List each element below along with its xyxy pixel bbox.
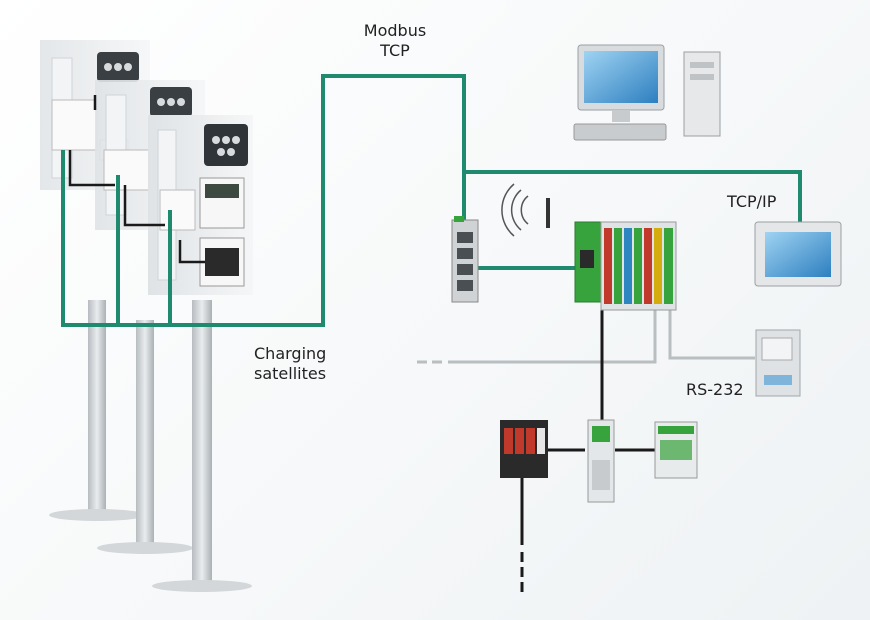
rs232-terminal-icon [755, 329, 801, 397]
charging-station-3 [148, 115, 253, 592]
desktop-computer-icon [573, 44, 721, 141]
bus-coupler-module [587, 419, 615, 503]
charging-label-line2: satellites [254, 364, 327, 383]
energy-meter-module [654, 421, 698, 479]
local-bus-line [520, 300, 655, 545]
charging-label-line1: Charging [254, 344, 327, 363]
modbus-label-line1: Modbus [363, 21, 427, 40]
controller-plc [574, 221, 677, 311]
tcpip-line [464, 170, 802, 270]
rs232-lines [448, 310, 755, 364]
modbus-label-line2: TCP [380, 41, 410, 60]
rs232-label: RS-232 [686, 380, 744, 399]
modbus-tcp-line [61, 74, 466, 327]
station-internal-wiring [68, 95, 205, 264]
tcpip-label: TCP/IP [727, 192, 777, 211]
charging-satellites-label: Charging satellites [254, 344, 326, 384]
touch-panel-icon [754, 221, 842, 287]
surge-protection-module [500, 420, 548, 478]
modbus-tcp-label: Modbus TCP [350, 21, 440, 61]
antenna-icon [501, 183, 550, 237]
ethernet-switch [451, 216, 479, 303]
